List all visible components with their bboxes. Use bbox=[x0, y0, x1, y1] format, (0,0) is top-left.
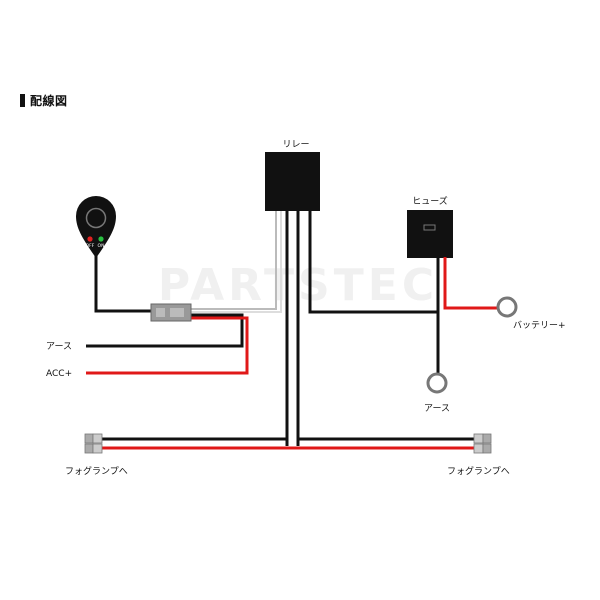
switch-ground-wire bbox=[86, 313, 244, 348]
battery-label: バッテリー+ bbox=[513, 320, 566, 331]
switch-wiring bbox=[86, 210, 282, 375]
foglamp-left-terminal-bottom-tip bbox=[84, 443, 94, 454]
ground-right-label: アース bbox=[424, 404, 450, 414]
foglamp-right-terminal-top bbox=[473, 433, 484, 444]
relay-to-fuse-wire bbox=[308, 210, 440, 314]
foglamp-left-label: フォグランプへ bbox=[65, 465, 128, 477]
connector-pin-a bbox=[156, 308, 165, 317]
foglamp-right-terminal-bottom bbox=[473, 443, 484, 454]
diagram-title: 配線図 bbox=[30, 94, 68, 108]
off-label: OFF bbox=[86, 243, 95, 249]
relay-body bbox=[265, 152, 320, 211]
foglamp-right-label: フォグランプへ bbox=[447, 465, 510, 477]
switch-button bbox=[85, 207, 107, 229]
connector-pin-b bbox=[170, 308, 184, 317]
white-wire-outer bbox=[190, 210, 277, 310]
fuse-body bbox=[407, 210, 453, 258]
heading-marker bbox=[20, 94, 25, 107]
fuse-wiring bbox=[436, 257, 498, 374]
foglamp-right-terminal-top-tip bbox=[482, 433, 492, 444]
off-indicator bbox=[87, 236, 93, 242]
ground-ring-terminal bbox=[426, 372, 448, 394]
white-wire-inner bbox=[190, 210, 282, 313]
fuse-label: ヒューズ bbox=[412, 195, 448, 207]
switch: OFF ON bbox=[76, 196, 116, 258]
relay-label: リレー bbox=[282, 140, 309, 150]
foglamp-wiring bbox=[100, 437, 476, 450]
foglamp-right-terminal-bottom-tip bbox=[482, 443, 492, 454]
foglamp-left-terminal-bottom bbox=[92, 443, 103, 454]
diagram-heading: 配線図 bbox=[20, 92, 68, 109]
acc-wire bbox=[86, 316, 249, 375]
foglamp-left-terminal-top bbox=[92, 433, 103, 444]
watermark-text: PARTSTEC bbox=[158, 260, 438, 311]
ground-left-label: アース bbox=[46, 342, 72, 352]
relay-wiring bbox=[285, 210, 440, 446]
on-label: ON bbox=[98, 243, 105, 249]
fuse-window bbox=[423, 224, 436, 231]
battery-ring-terminal bbox=[496, 296, 518, 318]
foglamp-left-terminal-top-tip bbox=[84, 433, 94, 444]
switch-wire bbox=[94, 255, 152, 313]
on-indicator bbox=[98, 236, 104, 242]
battery-wire bbox=[443, 257, 498, 310]
acc-label: ACC+ bbox=[46, 369, 72, 379]
